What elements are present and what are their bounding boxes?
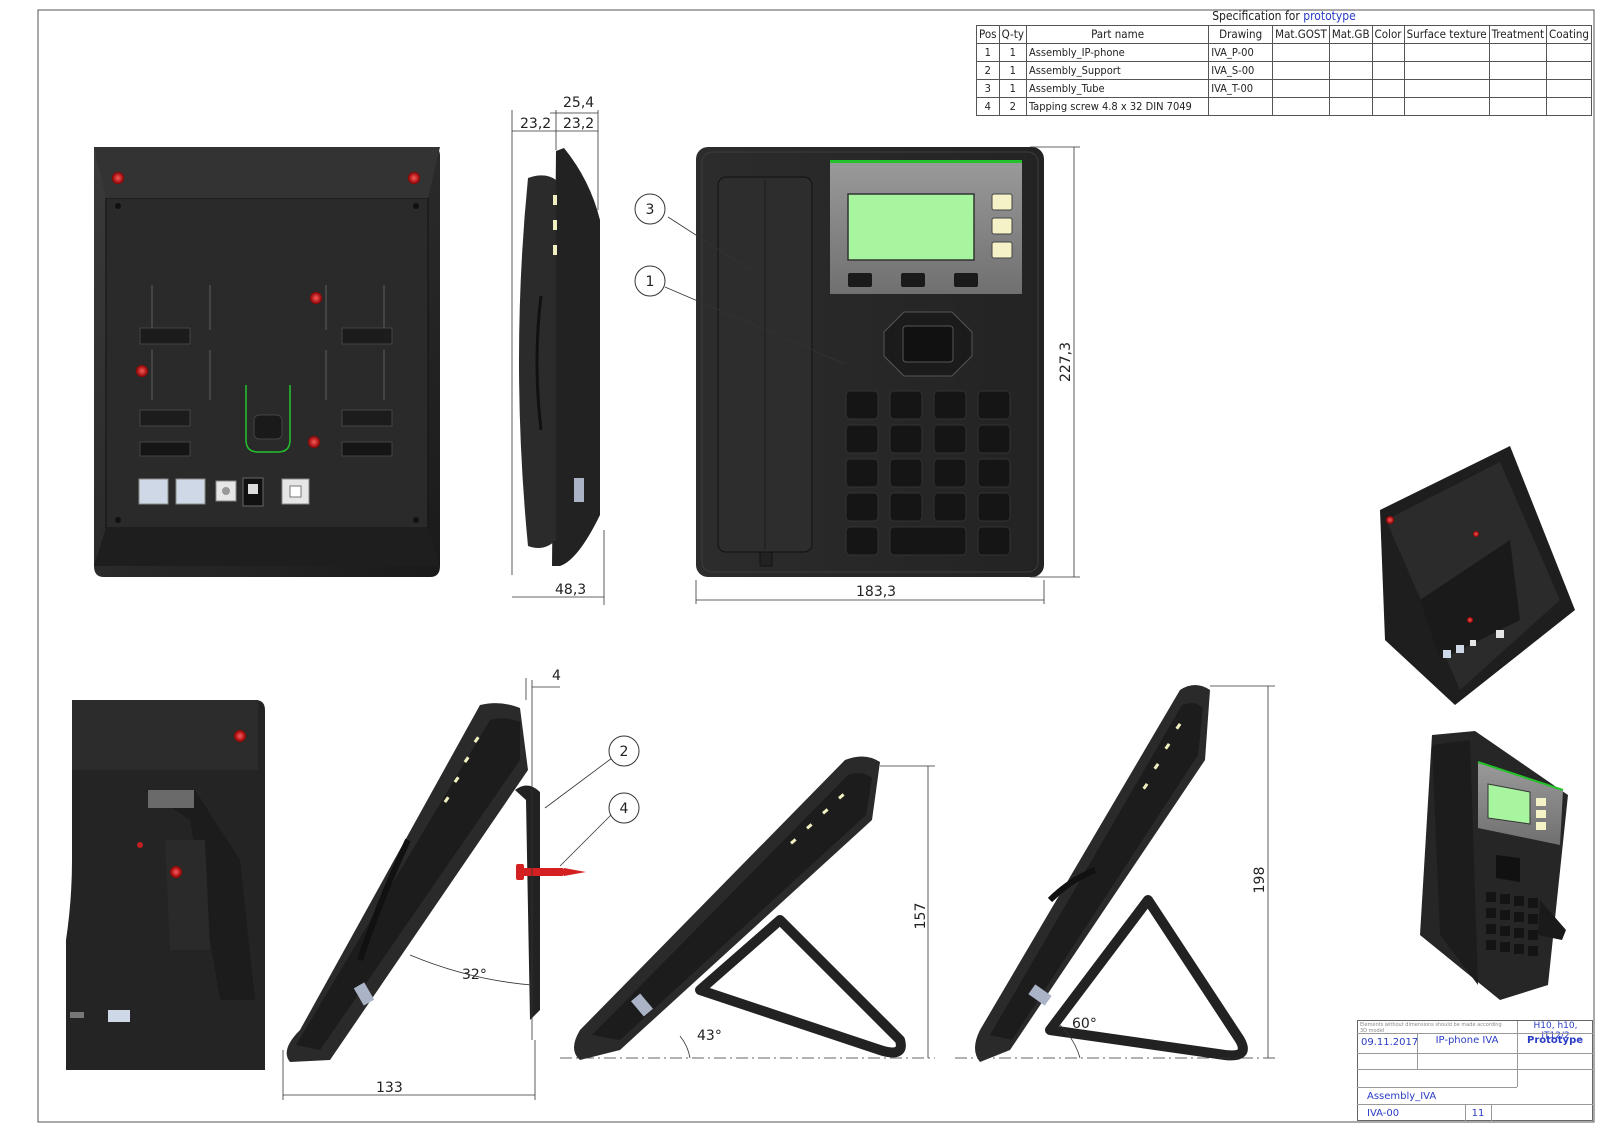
callout-1: 1 <box>634 265 666 297</box>
side-view <box>519 148 600 566</box>
front-view <box>696 147 1044 577</box>
tb-sheet: 11 <box>1471 1108 1485 1119</box>
front-dims <box>664 146 1080 604</box>
spec-header: Mat.GOST <box>1272 25 1330 44</box>
screw <box>516 864 586 880</box>
dim-side-top-c: 23,2 <box>563 116 594 132</box>
dim-wall-depth: 133 <box>376 1080 403 1096</box>
dim-front-height: 227,3 <box>1058 342 1074 382</box>
ethernet-port <box>175 478 206 505</box>
title-block: Elements without dimensions should be ma… <box>1357 1020 1593 1121</box>
dim-stand-60-height: 198 <box>1252 867 1268 894</box>
tb-note: Elements without dimensions should be ma… <box>1360 1022 1502 1034</box>
dim-stand-60-angle: 60° <box>1072 1016 1097 1032</box>
red-screw-marker <box>136 365 148 377</box>
stand-43-view <box>574 756 906 1060</box>
iso-front-view <box>1420 731 1568 1000</box>
spec-title-prefix: Specification for <box>1212 9 1300 23</box>
spec-header: Q-ty <box>998 25 1027 44</box>
tb-code: IVA-00 <box>1367 1108 1400 1119</box>
spec-title-value: prototype <box>1303 9 1356 23</box>
svg-text:1: 1 <box>646 274 655 290</box>
tb-part-name: Assembly_IVA <box>1367 1091 1437 1102</box>
dim-side-bottom: 48,3 <box>555 582 586 598</box>
side-dims <box>511 110 605 605</box>
svg-text:3: 3 <box>646 202 655 218</box>
dim-side-top-b: 23,2 <box>520 116 551 132</box>
red-screw-marker <box>112 172 124 184</box>
spec-header: Color <box>1371 25 1405 44</box>
specification-table: Specification for prototype Pos Q-ty Par… <box>976 8 1592 116</box>
spec-header: Coating <box>1546 25 1592 44</box>
wall-view <box>286 703 586 1062</box>
detail-view <box>66 700 265 1070</box>
spec-header: Pos <box>976 25 1000 44</box>
dim-stand-43-height: 157 <box>913 903 929 930</box>
iso-back-view <box>1380 446 1575 705</box>
red-screw-marker <box>310 292 322 304</box>
spec-header: Part name <box>1025 25 1210 44</box>
dim-wall-offset: 4 <box>552 668 561 684</box>
svg-text:2: 2 <box>620 744 629 760</box>
red-screw-marker <box>308 436 320 448</box>
spec-header: Treatment <box>1488 25 1548 44</box>
stand-60-dims <box>955 685 1275 1059</box>
sheet-frame <box>37 9 1595 1123</box>
callout-2: 2 <box>608 735 640 767</box>
spec-header: Drawing <box>1208 25 1274 44</box>
svg-text:4: 4 <box>620 801 629 817</box>
stand-60-view <box>975 685 1248 1062</box>
keypad <box>845 390 1011 556</box>
spec-header: Surface texture <box>1403 25 1490 44</box>
tb-stage: Prototype <box>1526 1035 1584 1046</box>
lcd-screen <box>847 193 975 261</box>
red-screw-marker <box>408 172 420 184</box>
callout-4: 4 <box>608 792 640 824</box>
dim-wall-angle: 32° <box>462 967 487 983</box>
wall-dims <box>282 678 613 1100</box>
callout-3: 3 <box>634 193 666 225</box>
tb-date: 09.11.2017 <box>1361 1037 1419 1048</box>
back-view <box>94 147 440 577</box>
tb-tolerance: H10, h10, IT12/2 <box>1517 1021 1593 1041</box>
spec-header-row: Pos Q-ty Part name Drawing Mat.GOST Mat.… <box>976 25 1592 44</box>
ethernet-port <box>138 478 169 505</box>
dim-stand-43-angle: 43° <box>697 1028 722 1044</box>
spec-header: Mat.GB <box>1328 25 1373 44</box>
dim-side-top-a: 25,4 <box>563 95 594 111</box>
dim-front-width: 183,3 <box>856 584 896 600</box>
stand-43-dims <box>560 765 935 1059</box>
tb-project: IP-phone IVA <box>1435 1035 1499 1046</box>
